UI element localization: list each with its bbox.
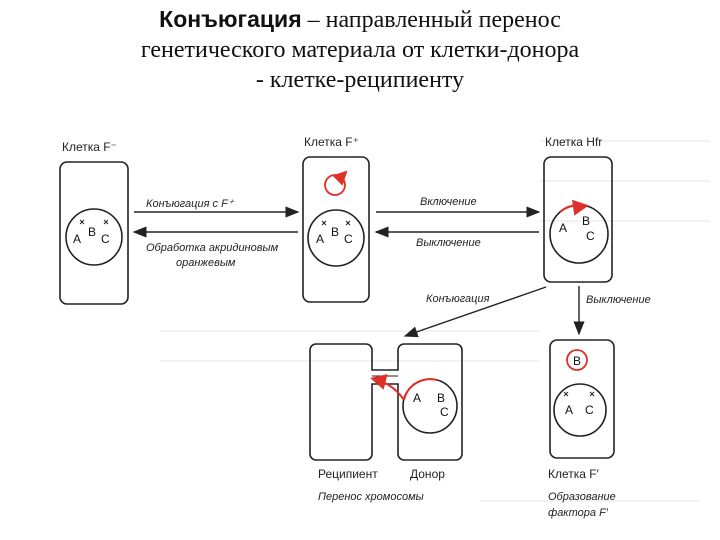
cell-f-plus-chromosome xyxy=(307,209,365,267)
chromosome-transfer-label: Перенос хромосомы xyxy=(318,491,424,503)
transferring-f xyxy=(403,378,438,401)
gene-a: A xyxy=(559,221,567,235)
transfer-strand xyxy=(370,374,405,401)
gene-a: A xyxy=(316,232,324,246)
donor-label: Донор xyxy=(410,467,445,481)
background-text-texture xyxy=(160,140,710,502)
mating-pair: A B C Реципиент Донор Перенос хромосомы xyxy=(309,343,463,503)
gene-marks xyxy=(321,220,351,226)
gene-c: C xyxy=(586,229,595,243)
gene-c: C xyxy=(344,232,353,246)
arrow-acridine-label-1: Обработка акридиновым xyxy=(146,242,279,254)
process-arrows: Конъюгация с F⁺ Обработка акридиновым ор… xyxy=(132,196,651,338)
cell-f-prime: B A C Клетка F′ Образование фактора F′ xyxy=(548,339,616,519)
cell-f-minus: Клетка F⁻ A B C xyxy=(59,140,129,305)
gene-marks xyxy=(563,391,595,397)
cell-f-minus-wall xyxy=(59,161,129,305)
gene-c: C xyxy=(585,403,594,417)
gene-marks xyxy=(79,219,109,225)
f-plasmid xyxy=(324,174,346,196)
arrow-conjugation xyxy=(403,286,547,338)
recipient-label: Реципиент xyxy=(318,467,378,481)
arrow-conjugation-label: Конъюгация xyxy=(426,293,490,305)
arrow-exclusion-2-label-a: Выключение xyxy=(586,294,651,306)
cell-f-minus-label: Клетка F⁻ xyxy=(62,140,117,154)
conjugating-cells-wall xyxy=(309,343,463,461)
f-plasmid-arrow xyxy=(332,170,348,186)
arrow-inclusion-label: Включение xyxy=(420,196,477,208)
cell-hfr: Клетка Hfr A B C xyxy=(543,135,613,283)
gene-b: B xyxy=(437,391,445,405)
gene-c: C xyxy=(101,232,110,246)
title-line-1-rest: – направленный перенос xyxy=(301,7,561,33)
title-term: Конъюгация xyxy=(159,6,302,32)
cell-f-prime-wall xyxy=(549,339,615,459)
cell-hfr-wall xyxy=(543,156,613,283)
title-line-2: генетического материала от клетки-донора xyxy=(140,37,580,63)
factor-label-2: фактора F′ xyxy=(548,507,609,519)
cell-f-prime-chromosome xyxy=(553,383,607,437)
title-line-3: - клетке-реципиенту xyxy=(255,67,465,93)
cell-f-plus: Клетка F⁺ A B C xyxy=(302,135,370,303)
gene-c: C xyxy=(440,405,449,419)
cell-f-prime-label: Клетка F′ xyxy=(548,467,600,481)
cell-hfr-label: Клетка Hfr xyxy=(545,135,602,149)
gene-b: B xyxy=(582,214,590,228)
cell-f-minus-chromosome xyxy=(65,208,123,266)
gene-a: A xyxy=(565,403,573,417)
factor-label-1: Образование xyxy=(548,491,616,503)
gene-b: B xyxy=(573,354,581,368)
gene-a: A xyxy=(413,391,421,405)
slide-title: Конъюгация – направленный перенос генети… xyxy=(0,4,720,95)
arrow-exclusion-1-label: Выключение xyxy=(416,237,481,249)
cell-f-plus-label: Клетка F⁺ xyxy=(304,135,359,149)
cell-f-plus-wall xyxy=(302,156,370,303)
gene-b: B xyxy=(88,225,96,239)
f-prime-plasmid xyxy=(566,349,588,371)
integrated-f-arrow xyxy=(571,199,589,216)
gene-b: B xyxy=(331,225,339,239)
arrow-conjugation-f-label: Конъюгация с F⁺ xyxy=(146,198,235,210)
gene-a: A xyxy=(73,232,81,246)
arrow-acridine-label-2: оранжевым xyxy=(176,257,236,269)
title-line-1: Конъюгация – направленный перенос xyxy=(0,4,720,35)
